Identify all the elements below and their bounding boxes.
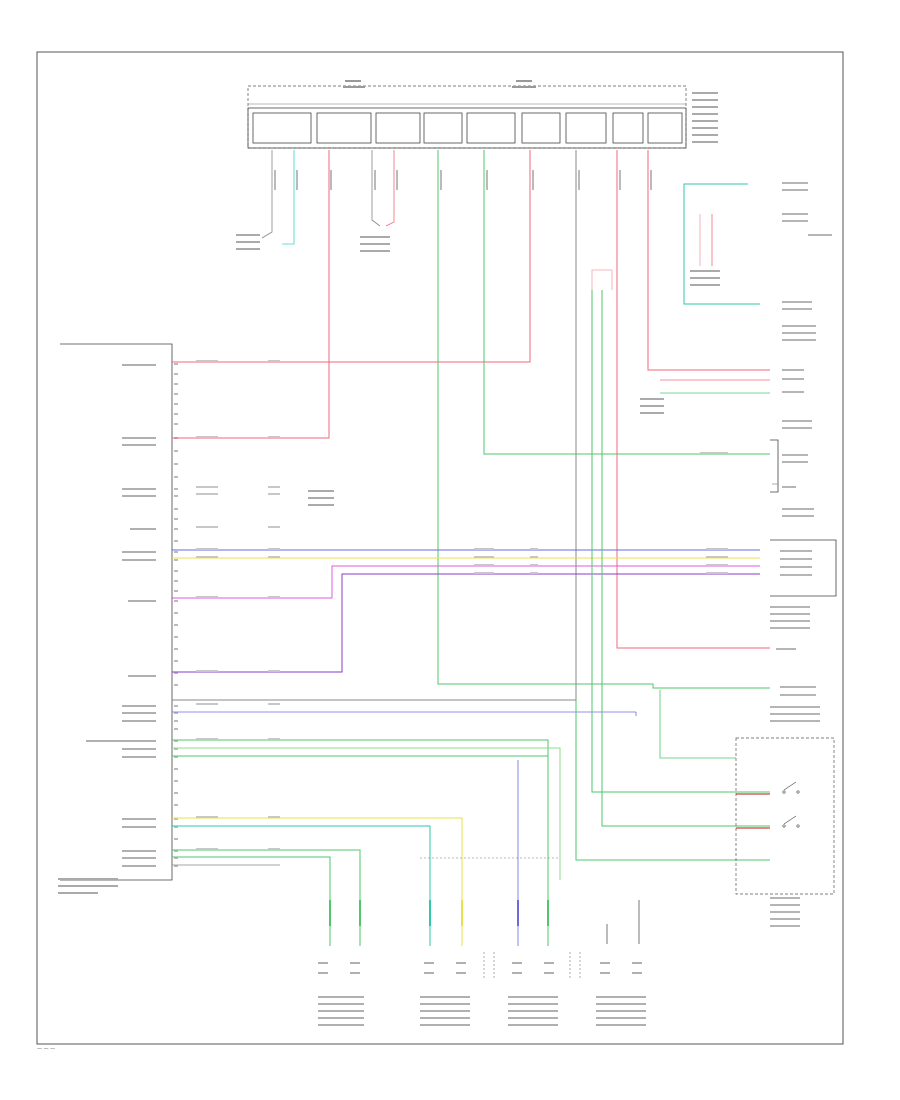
module-pin-numbers: [174, 363, 178, 867]
wire-green-switch-3: [575, 700, 770, 861]
wire-cyan-short: [282, 150, 295, 245]
reference-code: — — —: [37, 1046, 56, 1052]
junction-box-top: [247, 80, 718, 149]
wire-green-switch-1: [591, 290, 770, 793]
module-pin-labels: [86, 364, 156, 867]
wire-lightred-junction: [591, 269, 613, 290]
wire-red-right: [616, 150, 770, 649]
bottom-sensor-labels: [318, 962, 646, 1026]
switch-symbols: [782, 781, 800, 828]
wire-green-rl-1: [172, 849, 361, 946]
small-connectors: [236, 234, 720, 506]
main-control-module: [58, 343, 173, 894]
wire-magenta: [172, 565, 760, 599]
wire-red-ignition: [172, 150, 330, 439]
right-connector-boxes: [735, 439, 837, 895]
diagram-frame: [36, 51, 844, 1045]
wire-teal-loop: [683, 183, 760, 305]
bottom-separators: [483, 952, 581, 980]
wire-gray-ground: [172, 150, 577, 701]
wire-red-short: [385, 150, 395, 227]
wire-yellow-sensor: [172, 817, 463, 946]
wire-green-sensor: [483, 150, 770, 455]
wire-gray-short-2: [371, 150, 381, 227]
right-labels: [770, 182, 832, 927]
wire-green-can: [437, 150, 770, 689]
wire-teal-sensor: [172, 825, 431, 946]
wire-red-power: [172, 150, 531, 363]
wire-red-connector: [647, 150, 770, 371]
top-wire-marks: [274, 170, 652, 190]
wire-code-marks: [196, 360, 728, 850]
wire-green-switch-2: [601, 290, 770, 827]
wire-green-switch-4: [659, 690, 736, 759]
wire-gray-short-1: [261, 150, 273, 239]
wire-lightgreen-sensor-2: [172, 747, 561, 880]
wire-green-rl-2: [172, 856, 331, 946]
wire-green-sensor-1: [172, 739, 549, 946]
bottom-wire-marks: [329, 900, 640, 944]
wire-purple: [172, 573, 760, 673]
